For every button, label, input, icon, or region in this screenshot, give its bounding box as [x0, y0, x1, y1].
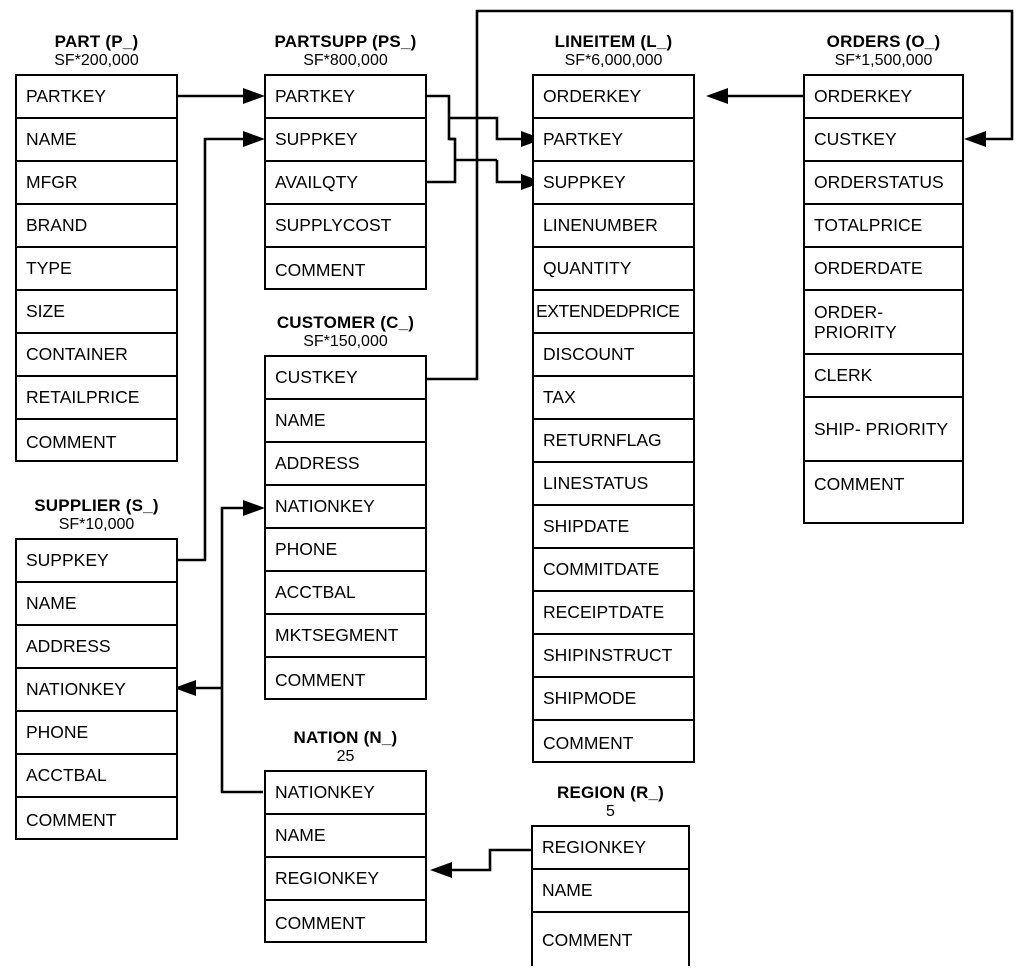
table-row[interactable]: TYPE — [17, 248, 176, 291]
edge-orders-lineitem — [706, 88, 803, 104]
table-row[interactable]: NAME — [533, 870, 688, 913]
table-row[interactable]: NAME — [266, 400, 425, 443]
table-row[interactable]: REGIONKEY — [266, 858, 425, 901]
column-list: CUSTKEY NAME ADDRESS NATIONKEY PHONE ACC… — [264, 355, 427, 700]
table-row[interactable]: PHONE — [266, 529, 425, 572]
table-row[interactable]: NATIONKEY — [266, 772, 425, 815]
table-row[interactable]: PARTKEY — [534, 119, 693, 162]
table-row[interactable]: SHIP- PRIORITY — [805, 398, 962, 462]
table-row[interactable]: SUPPLYCOST — [266, 205, 425, 248]
edge-region-nation — [430, 848, 531, 878]
table-row[interactable]: RECEIPTDATE — [534, 592, 693, 635]
table-title: CUSTOMER (C_) — [276, 313, 415, 332]
column-list: ORDERKEY PARTKEY SUPPKEY LINENUMBER QUAN… — [532, 74, 695, 763]
table-row[interactable]: AVAILQTY — [266, 162, 425, 205]
table-cardinality: 25 — [336, 748, 355, 765]
table-title: ORDERS (O_) — [826, 32, 941, 51]
table-row[interactable]: PHONE — [17, 712, 176, 755]
table-row[interactable]: COMMENT — [26, 809, 117, 830]
column-list: PARTKEY SUPPKEY AVAILQTY SUPPLYCOST COMM… — [264, 74, 427, 290]
table-row[interactable]: QUANTITY — [534, 248, 693, 291]
table-row[interactable]: SHIPINSTRUCT — [534, 635, 693, 678]
table-row[interactable]: BRAND — [17, 205, 176, 248]
table-row[interactable]: TOTALPRICE — [805, 205, 962, 248]
table-row[interactable]: MFGR — [17, 162, 176, 205]
table-row[interactable]: TAX — [534, 377, 693, 420]
table-row[interactable]: COMMENT — [542, 930, 633, 951]
table-row[interactable]: REGIONKEY — [533, 827, 688, 870]
table-row[interactable]: DISCOUNT — [534, 334, 693, 377]
table-row[interactable]: COMMENT — [275, 259, 366, 280]
table-row[interactable]: NATIONKEY — [17, 669, 176, 712]
table-row[interactable]: LINENUMBER — [534, 205, 693, 248]
table-row[interactable]: ORDERDATE — [805, 248, 962, 291]
table-row[interactable]: COMMITDATE — [534, 549, 693, 592]
table-row[interactable]: ADDRESS — [266, 443, 425, 486]
table-row[interactable]: ADDRESS — [17, 626, 176, 669]
table-row[interactable]: NATIONKEY — [266, 486, 425, 529]
table-row[interactable]: SUPPKEY — [266, 119, 425, 162]
table-row[interactable]: COMMENT — [814, 473, 905, 494]
edge-nation-customer-supplier — [174, 500, 265, 794]
table-cardinality: SF*6,000,000 — [564, 52, 663, 69]
edge-partsupp-lineitem — [427, 94, 543, 190]
table-title: PART (P_) — [54, 32, 139, 51]
column-list: PARTKEY NAME MFGR BRAND TYPE SIZE CONTAI… — [15, 74, 178, 462]
table-row[interactable]: CONTAINER — [17, 334, 176, 377]
table-row[interactable]: SHIPMODE — [534, 678, 693, 721]
table-row[interactable]: COMMENT — [26, 431, 117, 452]
table-cardinality: SF*200,000 — [54, 52, 139, 69]
table-title: REGION (R_) — [556, 783, 665, 802]
table-row[interactable]: CUSTKEY — [266, 357, 425, 400]
table-title: PARTSUPP (PS_) — [274, 32, 417, 51]
table-row[interactable]: ORDERKEY — [805, 76, 962, 119]
table-cardinality: 5 — [606, 803, 615, 820]
table-row[interactable]: SUPPKEY — [534, 162, 693, 205]
column-list: REGIONKEY NAME COMMENT — [531, 825, 690, 966]
table-row[interactable]: PARTKEY — [17, 76, 176, 119]
table-cardinality: SF*10,000 — [58, 516, 135, 533]
table-row[interactable]: CLERK — [805, 355, 962, 398]
table-row[interactable]: ACCTBAL — [266, 572, 425, 615]
table-row[interactable]: COMMENT — [543, 732, 634, 753]
table-row[interactable]: LINESTATUS — [534, 463, 693, 506]
table-title: LINEITEM (L_) — [554, 32, 673, 51]
column-list: SUPPKEY NAME ADDRESS NATIONKEY PHONE ACC… — [15, 538, 178, 840]
table-row[interactable]: RETURNFLAG — [534, 420, 693, 463]
column-list: NATIONKEY NAME REGIONKEY COMMENT — [264, 770, 427, 943]
table-row[interactable]: NAME — [17, 119, 176, 162]
table-row[interactable]: RETAILPRICE — [17, 377, 176, 420]
column-list: ORDERKEY CUSTKEY ORDERSTATUS TOTALPRICE … — [803, 74, 964, 524]
table-row[interactable]: NAME — [17, 583, 176, 626]
table-cardinality: SF*1,500,000 — [834, 52, 933, 69]
table-row[interactable]: PARTKEY — [266, 76, 425, 119]
edge-supplier-partsupp — [178, 131, 265, 562]
table-row[interactable]: SUPPKEY — [17, 540, 176, 583]
table-row[interactable]: ACCTBAL — [17, 755, 176, 798]
table-cardinality: SF*150,000 — [303, 333, 388, 350]
table-cardinality: SF*800,000 — [303, 52, 388, 69]
table-row[interactable]: EXTENDEDPRICE — [534, 291, 693, 334]
table-title: NATION (N_) — [293, 728, 398, 747]
table-row[interactable]: SIZE — [17, 291, 176, 334]
table-row[interactable]: ORDER- PRIORITY — [805, 291, 962, 355]
table-row[interactable]: ORDERKEY — [534, 76, 693, 119]
table-row[interactable]: NAME — [266, 815, 425, 858]
table-row[interactable]: ORDERSTATUS — [805, 162, 962, 205]
edge-part-partsupp — [178, 88, 265, 104]
table-title: SUPPLIER (S_) — [34, 496, 159, 515]
table-row[interactable]: SHIPDATE — [534, 506, 693, 549]
table-row[interactable]: MKTSEGMENT — [266, 615, 425, 658]
table-row[interactable]: COMMENT — [275, 912, 366, 933]
table-row[interactable]: COMMENT — [275, 669, 366, 690]
table-row[interactable]: CUSTKEY — [805, 119, 962, 162]
